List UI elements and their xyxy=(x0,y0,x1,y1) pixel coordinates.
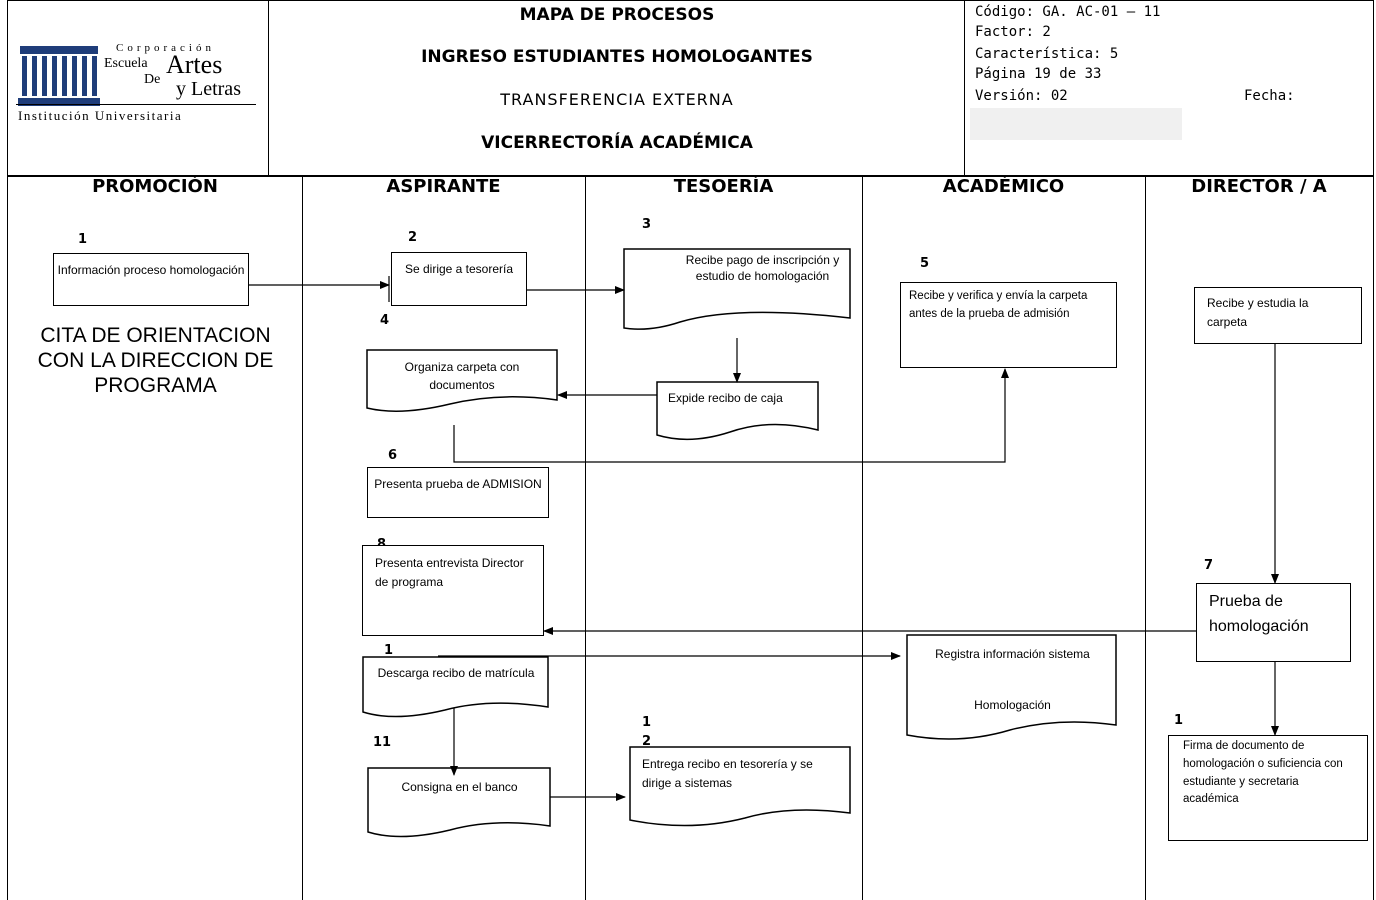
step-9-number: 1 xyxy=(384,643,394,658)
step-5-number: 5 xyxy=(920,256,930,271)
step-informacion-proceso: Información proceso homologación xyxy=(53,253,249,306)
step-recibe-estudia-text: Recibe y estudia la carpeta xyxy=(1207,296,1309,330)
step-4-number: 4 xyxy=(380,313,390,328)
logo-line3a: De xyxy=(144,72,161,87)
step-recibe-verifica: Recibe y verifica y envía la carpeta ant… xyxy=(900,282,1117,368)
step-7-number: 7 xyxy=(1204,558,1214,573)
header-top-border xyxy=(7,0,1374,1)
step-recibe-estudia: Recibe y estudia la carpeta xyxy=(1194,287,1362,344)
step-descarga-recibo-text: Descarga recibo de matrícula xyxy=(377,666,535,680)
subtitle-ingreso: INGRESO ESTUDIANTES HOMOLOGANTES xyxy=(421,47,813,67)
fecha-field xyxy=(970,108,1182,140)
meta-version: Versión: 02 xyxy=(975,88,1068,104)
lane-divider-1 xyxy=(302,176,303,900)
meta-caracteristica: Característica: 5 xyxy=(975,46,1119,62)
step-entrega-recibo-text: Entrega recibo en tesorería y se dirige … xyxy=(642,757,813,790)
building-columns-icon xyxy=(18,46,100,106)
step-firma-documento: Firma de documento de homologación o suf… xyxy=(1168,735,1368,841)
lane-divider-3 xyxy=(862,176,863,900)
lane-director: DIRECTOR / A xyxy=(1191,176,1327,197)
step-11-number: 11 xyxy=(373,735,392,750)
step-3-number: 3 xyxy=(642,217,652,232)
step-registra-informacion-text: Registra información sistema xyxy=(935,647,1090,661)
header-divider-1 xyxy=(268,0,269,176)
step-recibe-verifica-text: Recibe y verifica y envía la carpeta ant… xyxy=(909,290,1088,320)
institution-logo: Corporación Escuela Artes De y Letras In… xyxy=(16,40,261,135)
step-registra-homologacion-text: Homologación xyxy=(974,698,1051,712)
logo-line4: Institución Universitaria xyxy=(18,108,183,123)
step-consigna-banco-text: Consigna en el banco xyxy=(401,780,518,794)
orientation-note: CITA DE ORIENTACION CON LA DIRECCION DE … xyxy=(37,324,274,398)
logo-line2b: Artes xyxy=(166,50,223,79)
step-prueba-homologacion: Prueba de homologación xyxy=(1196,583,1351,662)
step-12-number-1: 1 xyxy=(642,715,652,730)
step-recibe-pago-text: Recibe pago de inscripción y estudio de … xyxy=(685,253,840,283)
step-13-number: 1 xyxy=(1174,713,1184,728)
subtitle-transferencia: TRANSFERENCIA EXTERNA xyxy=(500,90,734,109)
step-expide-recibo-text: Expide recibo de caja xyxy=(668,391,783,405)
lane-divider-4 xyxy=(1145,176,1146,900)
logo-line1: Corporación xyxy=(116,42,215,54)
step-12-number-2: 2 xyxy=(642,734,652,749)
step-1-number: 1 xyxy=(78,232,88,247)
lane-tesoreria: TESOERÍA xyxy=(673,176,774,197)
step-prueba-homologacion-text: Prueba de homologación xyxy=(1209,593,1309,635)
meta-codigo: Código: GA. AC-01 – 11 xyxy=(975,4,1161,20)
lane-divider-2 xyxy=(585,176,586,900)
step-informacion-proceso-text: Información proceso homologación xyxy=(57,263,245,277)
step-presenta-entrevista: Presenta entrevista Director de programa xyxy=(362,545,544,636)
step-prueba-admision: Presenta prueba de ADMISION xyxy=(367,467,549,518)
frame-left-border xyxy=(7,0,8,900)
header-divider-2 xyxy=(964,0,965,176)
step-prueba-admision-text: Presenta prueba de ADMISION xyxy=(374,477,542,491)
step-presenta-entrevista-text: Presenta entrevista Director de programa xyxy=(375,556,524,590)
step-8-number: 8 xyxy=(377,537,386,552)
meta-factor: Factor: 2 xyxy=(975,24,1051,40)
step-6-number: 6 xyxy=(388,448,398,463)
step-se-dirige-tesoreria: Se dirige a tesorería xyxy=(391,252,527,306)
step-se-dirige-tesoreria-text: Se dirige a tesorería xyxy=(404,262,514,276)
lane-academico: ACADÉMICO xyxy=(942,176,1065,197)
frame-right-border xyxy=(1373,0,1374,900)
step-2-number: 2 xyxy=(408,230,418,245)
step-organiza-carpeta-text: Organiza carpeta con documentos xyxy=(404,360,520,392)
meta-pagina: Página 19 de 33 xyxy=(975,66,1102,82)
logo-line2a: Escuela xyxy=(104,56,148,71)
subtitle-vicerrectoria: VICERRECTORÍA ACADÉMICA xyxy=(481,133,753,153)
lane-aspirante: ASPIRANTE xyxy=(386,176,501,197)
lane-promocion: PROMOCIÓN xyxy=(92,176,218,197)
logo-line3b: y Letras xyxy=(176,78,241,100)
header-bottom-border xyxy=(7,175,1374,177)
meta-fecha: Fecha: xyxy=(1244,88,1295,104)
step-firma-documento-text: Firma de documento de homologación o suf… xyxy=(1183,740,1343,806)
page-title: MAPA DE PROCESOS xyxy=(519,5,715,25)
